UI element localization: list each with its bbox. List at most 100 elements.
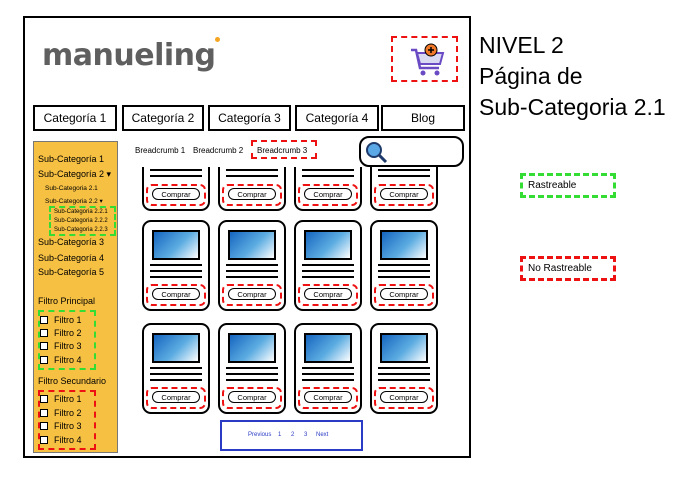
checkbox[interactable] (40, 356, 48, 364)
buy-button[interactable]: Comprar (228, 391, 276, 403)
nav-categoria-4[interactable]: Categoría 4 (295, 105, 379, 131)
product-image[interactable] (228, 333, 276, 363)
checkbox[interactable] (40, 395, 48, 403)
product-image[interactable] (380, 230, 428, 260)
product-text-line (378, 175, 430, 177)
buy-button-not-crawlable-box: Comprar (222, 284, 282, 306)
buy-button-not-crawlable-box: Comprar (298, 184, 358, 206)
product-card[interactable]: Comprar (294, 167, 362, 211)
product-card[interactable]: Comprar (370, 220, 438, 311)
product-image[interactable] (152, 333, 200, 363)
buy-button[interactable]: Comprar (152, 288, 200, 300)
sidebar-item-sub2-2-1[interactable]: Sub-Categoria 2.2.1 (54, 209, 108, 215)
checkbox[interactable] (40, 316, 48, 324)
pagination-page-1[interactable]: 1 (278, 432, 282, 438)
product-card[interactable]: Comprar (218, 220, 286, 311)
buy-button-not-crawlable-box: Comprar (222, 184, 282, 206)
legend-not-crawlable: No Rastreable (520, 256, 616, 281)
sidebar-item-sub2[interactable]: Sub-Categoría 2 ▾ (38, 169, 112, 179)
sidebar-item-sub2-2-2[interactable]: Sub-Categoria 2.2.2 (54, 218, 108, 224)
cart-not-crawlable-box (391, 36, 458, 82)
filtro-principal-3[interactable]: Filtro 3 (40, 341, 82, 351)
buy-button-not-crawlable-box: Comprar (146, 184, 206, 206)
title-line-1: NIVEL 2 (479, 32, 564, 58)
product-text-line (150, 175, 202, 177)
checkbox[interactable] (40, 342, 48, 350)
pagination-previous[interactable]: Previous (248, 432, 272, 438)
title-line-2: Página de (479, 63, 583, 89)
filtro-secundario-4[interactable]: Filtro 4 (40, 435, 82, 445)
shopping-cart-icon[interactable] (393, 38, 456, 80)
sidebar: Sub-Categoría 1 Sub-Categoría 2 ▾ Sub-Ca… (33, 141, 118, 453)
product-image[interactable] (228, 230, 276, 260)
site-logo[interactable]: manueling (42, 38, 216, 73)
sidebar-item-sub2-2-3[interactable]: Sub-Categoria 2.2.3 (54, 227, 108, 233)
product-card[interactable]: Comprar (370, 167, 438, 211)
sidebar-item-sub1[interactable]: Sub-Categoría 1 (38, 154, 105, 164)
checkbox[interactable] (40, 329, 48, 337)
product-image[interactable] (304, 230, 352, 260)
nav-categoria-1[interactable]: Categoría 1 (33, 105, 117, 131)
breadcrumb-1[interactable]: Breadcrumb 1 (135, 146, 186, 155)
product-text-line (150, 367, 202, 369)
filtro-secundario-3[interactable]: Filtro 3 (40, 421, 82, 431)
buy-button[interactable]: Comprar (152, 188, 200, 200)
product-image[interactable] (380, 333, 428, 363)
buy-button[interactable]: Comprar (228, 188, 276, 200)
filtro-principal-2[interactable]: Filtro 2 (40, 328, 82, 338)
buy-button[interactable]: Comprar (304, 188, 352, 200)
checkbox[interactable] (40, 436, 48, 444)
buy-button[interactable]: Comprar (380, 188, 428, 200)
filtro-secundario-2[interactable]: Filtro 2 (40, 408, 82, 418)
product-text-line (378, 270, 430, 272)
search-box[interactable] (359, 136, 464, 167)
pagination-page-2[interactable]: 2 (291, 432, 295, 438)
product-text-line (302, 264, 354, 266)
sidebar-item-sub2-1[interactable]: Sub-Categoria 2.1 (45, 185, 98, 192)
nav-categoria-3[interactable]: Categoría 3 (208, 105, 291, 131)
magnifier-icon[interactable] (364, 140, 388, 164)
buy-button[interactable]: Comprar (304, 288, 352, 300)
product-card[interactable]: Comprar (294, 220, 362, 311)
breadcrumb-2[interactable]: Breadcrumb 2 (193, 146, 244, 155)
buy-button[interactable]: Comprar (228, 288, 276, 300)
buy-button[interactable]: Comprar (152, 391, 200, 403)
product-text-line (150, 169, 202, 171)
product-text-line (150, 264, 202, 266)
product-card[interactable]: Comprar (218, 323, 286, 414)
product-card[interactable]: Comprar (370, 323, 438, 414)
sidebar-item-sub4[interactable]: Sub-Categoría 4 (38, 253, 105, 263)
product-text-line (150, 373, 202, 375)
product-image[interactable] (152, 230, 200, 260)
logo-dot (215, 37, 220, 42)
checkbox[interactable] (40, 422, 48, 430)
filtro-secundario-1[interactable]: Filtro 1 (40, 394, 82, 404)
filtro-principal-title: Filtro Principal (38, 296, 96, 306)
product-card[interactable]: Comprar (218, 167, 286, 211)
nav-categoria-2[interactable]: Categoría 2 (122, 105, 204, 131)
pagination-next[interactable]: Next (316, 432, 329, 438)
product-text-line (302, 379, 354, 381)
filtro-principal-4[interactable]: Filtro 4 (40, 355, 82, 365)
buy-button[interactable]: Comprar (380, 391, 428, 403)
product-image[interactable] (304, 333, 352, 363)
checkbox[interactable] (40, 409, 48, 417)
sidebar-item-sub2-2[interactable]: Sub-Categoria 2.2 ▾ (45, 198, 103, 205)
crawlable-filter-box (38, 310, 96, 370)
buy-button[interactable]: Comprar (380, 288, 428, 300)
buy-button-not-crawlable-box: Comprar (298, 284, 358, 306)
nav-blog[interactable]: Blog (381, 105, 465, 131)
product-card[interactable]: Comprar (294, 323, 362, 414)
product-card[interactable]: Comprar (142, 323, 210, 414)
filtro-principal-1[interactable]: Filtro 1 (40, 315, 82, 325)
product-card[interactable]: Comprar (142, 220, 210, 311)
product-card[interactable]: Comprar (142, 167, 210, 211)
product-text-line (302, 367, 354, 369)
pagination-page-3[interactable]: 3 (304, 432, 308, 438)
sidebar-item-sub3[interactable]: Sub-Categoría 3 (38, 237, 105, 247)
breadcrumb-3: Breadcrumb 3 (257, 146, 308, 155)
sidebar-item-sub5[interactable]: Sub-Categoría 5 (38, 267, 105, 277)
product-text-line (378, 367, 430, 369)
product-text-line (302, 175, 354, 177)
buy-button[interactable]: Comprar (304, 391, 352, 403)
